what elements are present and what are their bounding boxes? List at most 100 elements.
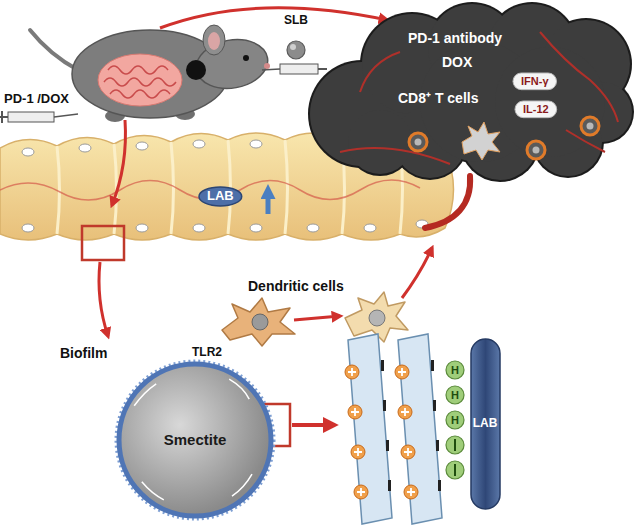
- bacterium-label: LAB: [473, 417, 498, 431]
- blood-vessel: [425, 176, 470, 228]
- bacterium: [136, 224, 148, 232]
- negative-charge: [433, 400, 436, 411]
- t-cell: [527, 141, 545, 159]
- mouse-tail: [30, 30, 78, 70]
- cytokine-label: IL-12: [523, 103, 549, 116]
- negative-charge: [431, 360, 434, 371]
- bacterium: [79, 144, 91, 152]
- smectite-particle: Smectite: [113, 358, 277, 522]
- hydrogen-bond: [446, 386, 464, 404]
- bacterium: [193, 140, 205, 148]
- cytokine-shape: [515, 101, 557, 118]
- plus-sign: [348, 368, 415, 496]
- dendritic-cell: [222, 298, 295, 346]
- intestine-segment: [0, 133, 454, 240]
- mouse-eye: [243, 55, 249, 61]
- bacterium: [250, 224, 262, 232]
- lab-rod-shape: [471, 339, 500, 509]
- bacterium: [22, 148, 34, 156]
- bead-highlight: [290, 44, 296, 50]
- syringe-needle: [54, 114, 78, 117]
- increase-arrow: [266, 190, 271, 214]
- particle-label: SLB: [284, 14, 308, 28]
- cell-nucleus: [252, 314, 268, 330]
- intestine: [98, 54, 182, 106]
- dendritic-cell: [462, 122, 500, 160]
- lab-bacterium: LAB: [198, 186, 243, 207]
- tumor-body: [310, 4, 632, 180]
- biofilm-strand: [229, 379, 249, 399]
- biofilm-strand: [142, 482, 164, 500]
- biofilm-fuzz: [116, 361, 274, 519]
- hydrogen-bond: [446, 411, 464, 429]
- t-cell: [409, 133, 427, 151]
- bond-mark: [454, 439, 456, 476]
- t-cell: [581, 117, 599, 135]
- mouse-tumor: [186, 60, 206, 80]
- syringe-barrel: [280, 64, 318, 74]
- mouse-ear-inner: [208, 32, 220, 50]
- zoom-box: [82, 226, 124, 260]
- tumor-lobe: [495, 47, 605, 157]
- cell-nucleus: [587, 123, 594, 130]
- bond-label: H: [446, 362, 464, 378]
- bacterium: [136, 142, 148, 150]
- biofilm-strand: [134, 384, 156, 406]
- cytokine-box: IFN-γ: [512, 72, 558, 91]
- slb-bead: [287, 41, 305, 59]
- mouse-ear: [203, 25, 225, 55]
- syringe-needle: [262, 69, 280, 70]
- cytokine-box: IL-12: [514, 100, 558, 119]
- intestine-fold: [110, 90, 170, 98]
- bacterium: [307, 224, 319, 232]
- negative-charge: [386, 440, 389, 451]
- tumor-lobe: [348, 110, 412, 174]
- tumor-label: CD8⁺ T cells: [398, 90, 478, 106]
- intestine-fold: [104, 78, 176, 86]
- lab-rod: LAB: [470, 338, 501, 510]
- drug-label: PD-1 /DOX: [4, 92, 69, 107]
- negative-charge: [438, 480, 441, 491]
- route-arrow: [160, 8, 387, 28]
- tumor-cloud: PD-1 antibodyDOXCD8⁺ T cellsIFN-γIL-12: [300, 2, 635, 182]
- biofilm-label: Biofilm: [60, 345, 107, 361]
- hydrogen-bond: [446, 361, 464, 379]
- tumor-vessel: [340, 148, 450, 164]
- syringe-plunger: [318, 68, 327, 70]
- cell-nucleus: [533, 147, 540, 154]
- clay-layer: [348, 334, 392, 524]
- smectite-core: [119, 364, 271, 516]
- cell-nucleus: [415, 139, 422, 146]
- negative-charge: [436, 440, 439, 451]
- migration-arrow: [402, 248, 432, 298]
- negative-charge: [383, 400, 386, 411]
- zoom-arrow: [99, 262, 108, 336]
- mouse-nose: [264, 63, 270, 69]
- tumor-vessel: [360, 52, 400, 92]
- clay-layer: [398, 334, 442, 524]
- zoom-arrow: [292, 423, 334, 427]
- cell-label: Dendritic cells: [248, 278, 344, 294]
- tumor-outline: [308, 2, 634, 182]
- bond-label: H: [446, 387, 464, 403]
- bacterium: [193, 224, 205, 232]
- route-arrow: [112, 120, 125, 205]
- cell-nucleus: [369, 310, 385, 326]
- syringe-plunger: [1, 111, 3, 123]
- bacterium: [364, 224, 376, 232]
- syringe-barrel: [8, 112, 54, 122]
- intestine-fold: [108, 66, 168, 74]
- cytokine-label: IFN-γ: [521, 75, 549, 88]
- particle-label: Smectite: [164, 431, 227, 448]
- slb-particle: SLB: [278, 14, 314, 60]
- bacterium: [250, 140, 262, 148]
- tumor-label: DOX: [442, 54, 472, 70]
- migration-arrow: [294, 316, 340, 320]
- cytokine-shape: [513, 73, 557, 90]
- negative-charge: [381, 360, 384, 371]
- bond-label: H: [446, 412, 464, 428]
- biofilm-strand: [232, 474, 252, 496]
- bacterium-label: LAB: [207, 189, 234, 204]
- negative-charge: [388, 480, 391, 491]
